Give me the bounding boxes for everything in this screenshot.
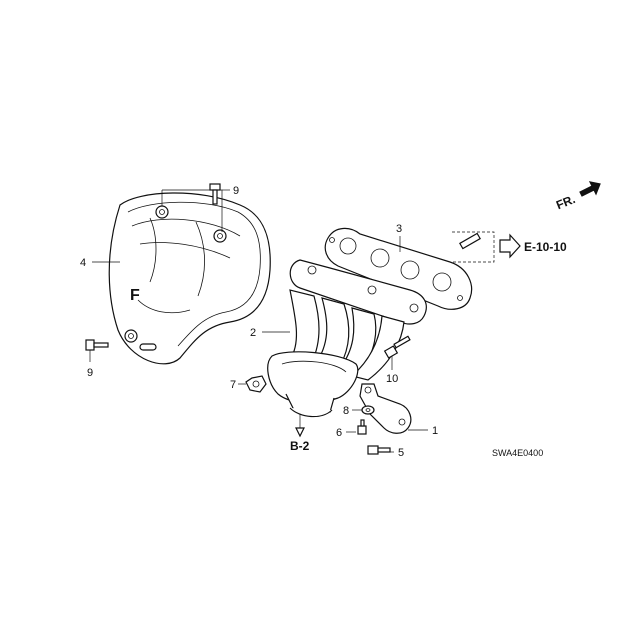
- callout-8: 8: [343, 405, 349, 417]
- callout-5: 5: [398, 447, 404, 459]
- callout-2: 2: [250, 327, 256, 339]
- callout-9-top: 9: [233, 185, 239, 197]
- nut-7: [245, 375, 267, 393]
- callout-4: 4: [80, 257, 86, 269]
- bolt-10: [383, 335, 411, 359]
- manifold-gasket: [324, 227, 473, 310]
- callout-10: 10: [386, 373, 398, 385]
- callout-6: 6: [336, 427, 342, 439]
- callout-9-left: 9: [87, 367, 93, 379]
- diagram-code: SWA4E0400: [492, 448, 543, 458]
- bolt-6: [357, 419, 367, 435]
- bolt-9-top: [209, 183, 221, 205]
- ref-arrow-e: [499, 233, 521, 259]
- callout-7: 7: [230, 379, 236, 391]
- front-direction-arrow: [579, 181, 601, 197]
- heat-shield-mark: F: [130, 287, 140, 304]
- bracket: [359, 383, 412, 434]
- ref-arrow-b: [295, 414, 305, 438]
- ref-b-2: B-2: [290, 439, 310, 453]
- bolt-9-left: [85, 339, 109, 351]
- callout-3: 3: [396, 223, 402, 235]
- exhaust-manifold: [267, 259, 427, 418]
- front-label: FR.: [554, 192, 577, 212]
- ref-e-10-10: E-10-10: [524, 240, 567, 254]
- heat-shield: [108, 192, 271, 365]
- stud: [459, 232, 481, 250]
- bolt-5: [367, 445, 391, 455]
- callout-1: 1: [432, 425, 438, 437]
- washer-8: [361, 405, 375, 415]
